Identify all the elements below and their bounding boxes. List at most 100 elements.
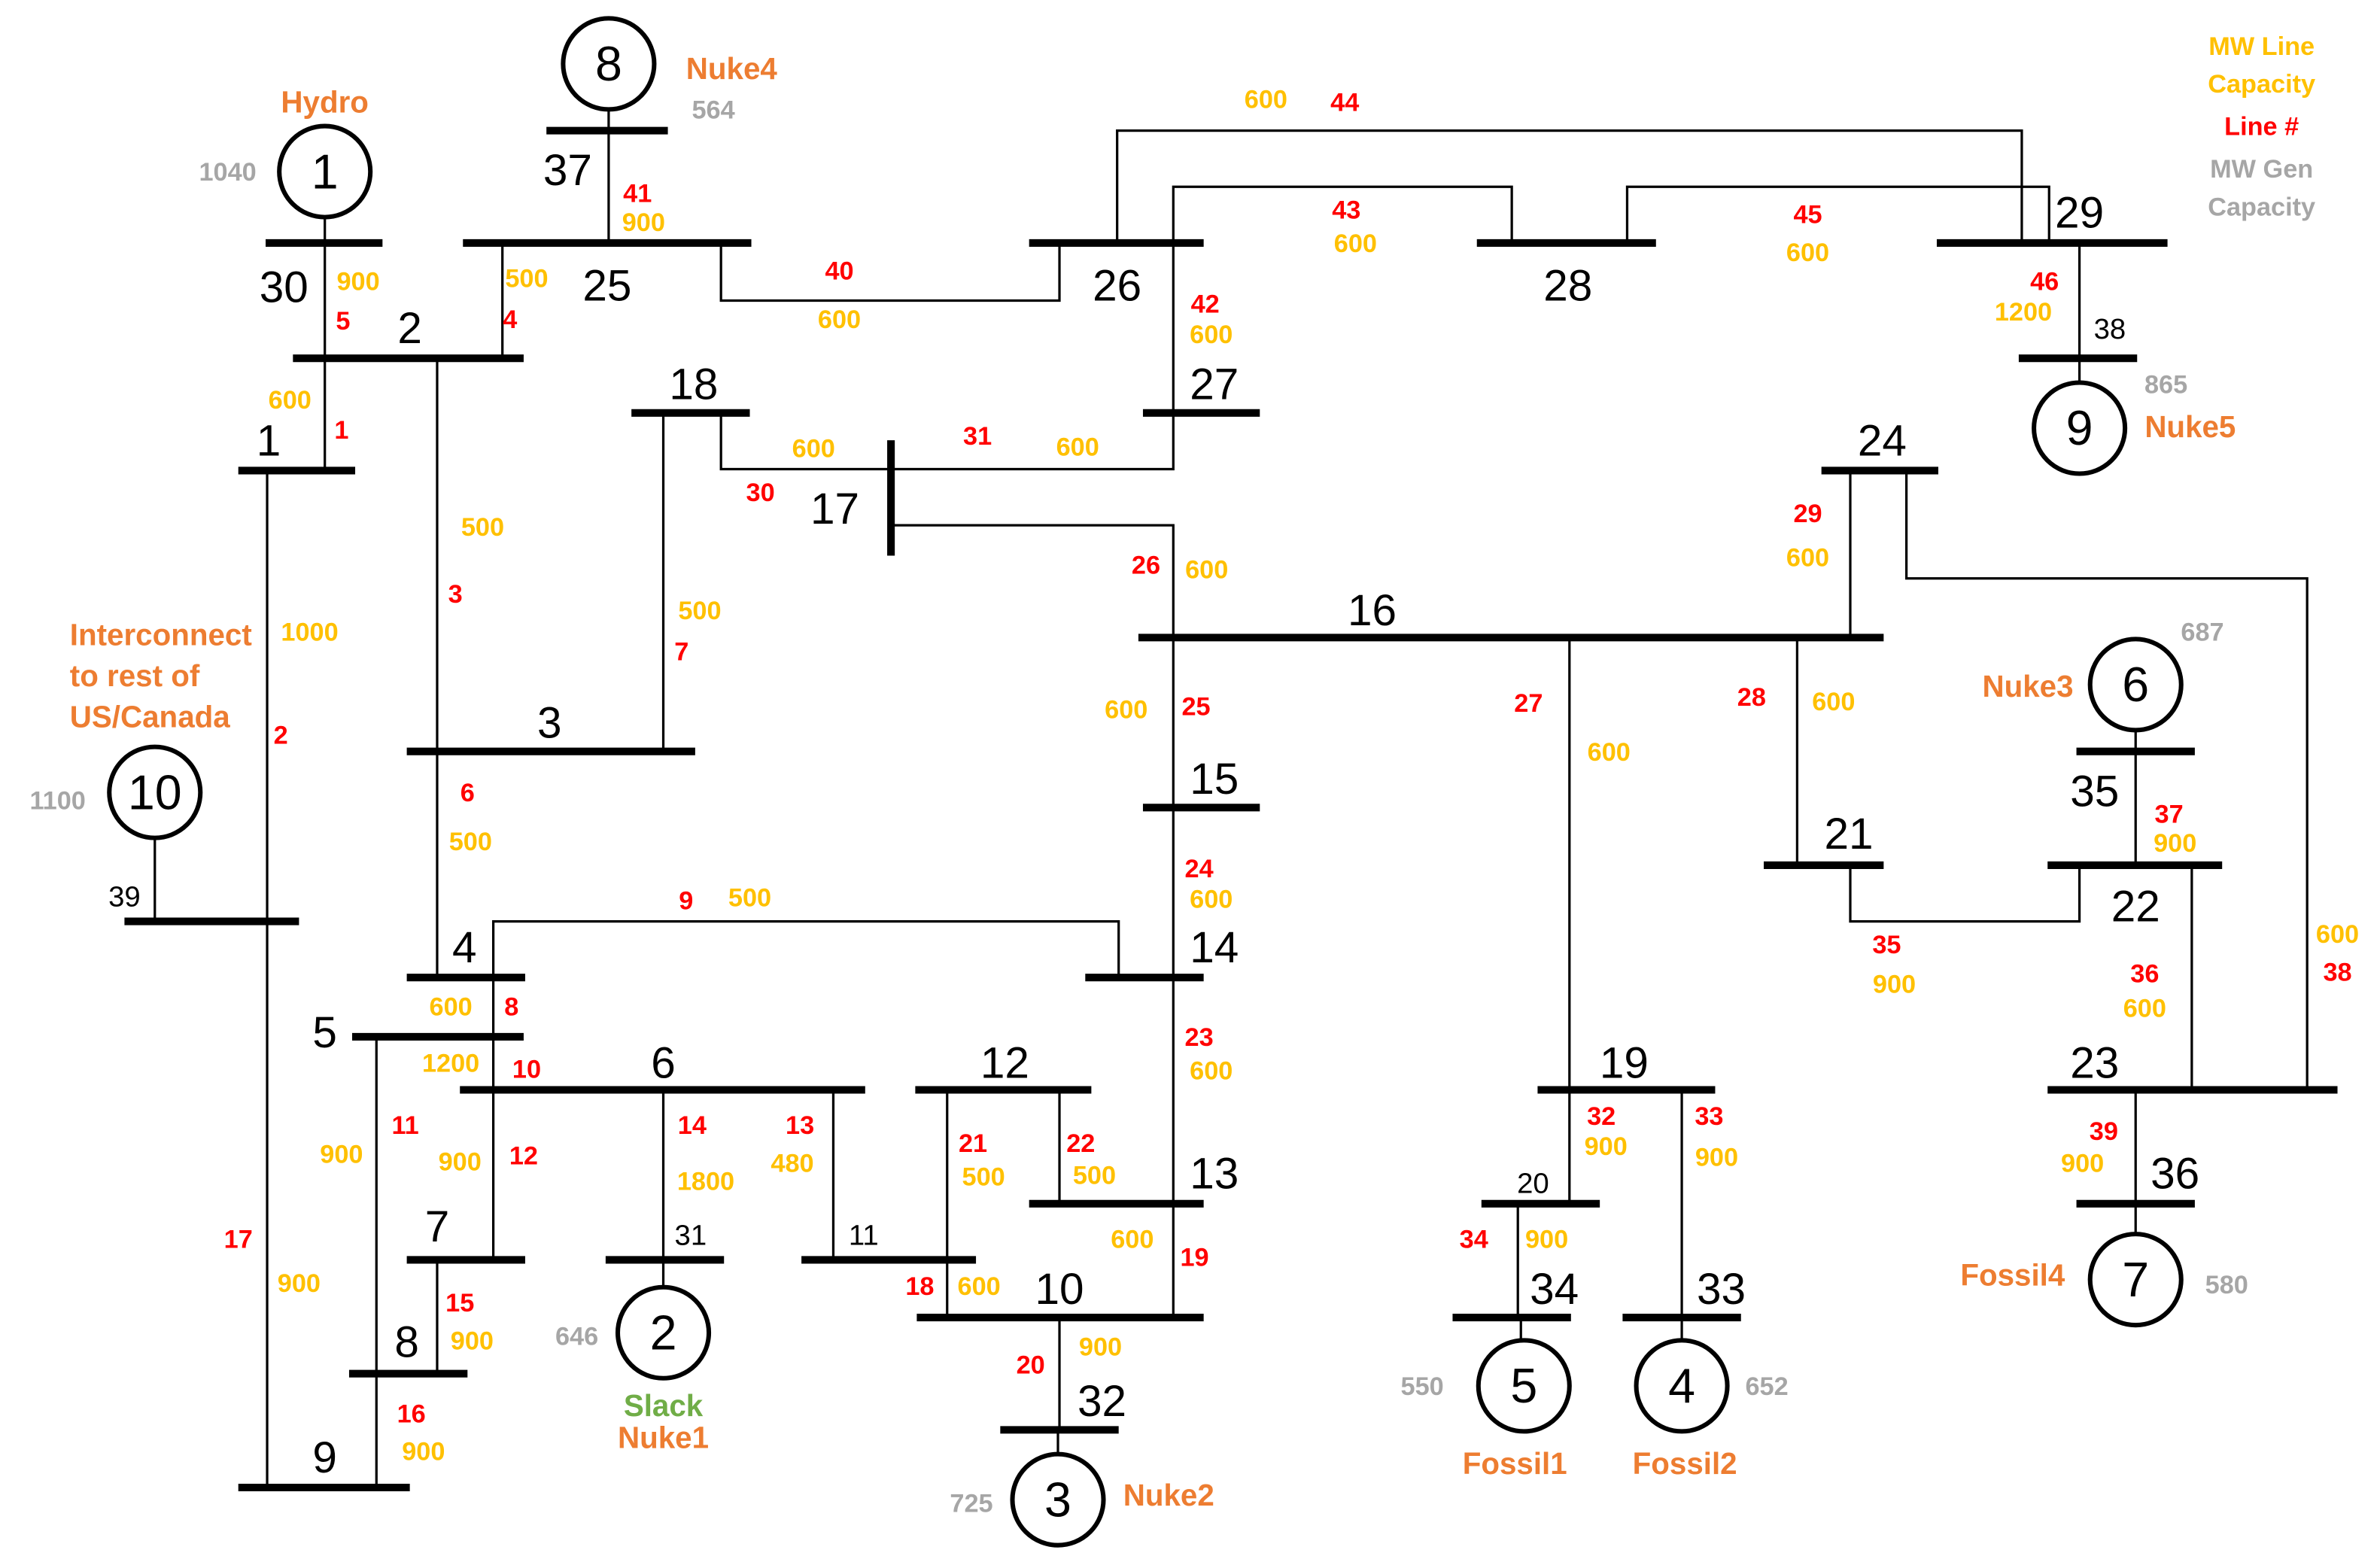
bus-32-label: 32 (1078, 1377, 1126, 1426)
bus-26-label: 26 (1093, 262, 1141, 311)
bus-2-label: 2 (397, 304, 422, 353)
line-4-capacity: 500 (505, 264, 548, 293)
bus-8-label: 8 (394, 1318, 419, 1367)
line-46-capacity: 1200 (1995, 298, 2052, 327)
line-38-capacity: 600 (2316, 920, 2359, 949)
line-15-number: 15 (445, 1289, 474, 1317)
generator-5: 5 Fossil1 550 (1401, 1338, 1572, 1481)
line-39-capacity: 900 (2061, 1149, 2104, 1178)
line-19-capacity: 600 (1111, 1225, 1154, 1254)
generator-9: 9 Nuke5 865 (2032, 371, 2236, 476)
bus-38-label: 38 (2094, 313, 2126, 345)
bus-17-label: 17 (810, 485, 859, 533)
line-29-capacity: 600 (1786, 544, 1829, 573)
generator-4-number: 4 (1668, 1359, 1695, 1413)
generator-6-circle (2087, 637, 2184, 733)
line-24-capacity: 600 (1190, 885, 1233, 913)
bus-30-label: 30 (260, 263, 309, 312)
transmission-lines (266, 129, 2309, 1488)
generator-9-name: Nuke5 (2144, 409, 2236, 444)
generator-9-capacity: 865 (2144, 371, 2187, 400)
bus-20-label: 20 (1517, 1168, 1549, 1200)
generator-10-capacity: 1100 (29, 786, 85, 815)
line-17-capacity: 900 (278, 1269, 321, 1298)
line-16-number: 16 (397, 1399, 426, 1428)
generator-5-capacity: 550 (1401, 1372, 1444, 1401)
line-33-number: 33 (1695, 1102, 1723, 1131)
line-41-capacity: 900 (622, 208, 665, 237)
line-13-number: 13 (786, 1111, 814, 1140)
line-31-capacity: 600 (1056, 433, 1099, 461)
line-21-number: 21 (959, 1129, 987, 1158)
bus-19-label: 19 (1600, 1038, 1649, 1087)
generator-1-circle (277, 123, 373, 220)
generator-3-name: Nuke2 (1123, 1478, 1214, 1512)
line-36-capacity: 600 (2123, 995, 2166, 1023)
legend: MW Line Capacity Line # MW Gen Capacity (2208, 32, 2315, 222)
bus-4-label: 4 (452, 923, 477, 972)
line-23-number: 23 (1185, 1023, 1214, 1052)
generator-10: 10 Interconnect to rest of US/Canada 110… (29, 617, 252, 840)
line-35 (1849, 865, 2081, 923)
line-43-capacity: 600 (1334, 229, 1377, 258)
legend-line-number: Line # (2224, 113, 2299, 141)
line-5-number: 5 (336, 307, 350, 336)
generator-7-name: Fossil4 (1960, 1258, 2065, 1293)
line-35-capacity: 900 (1873, 970, 1916, 998)
line-37-number: 37 (2155, 800, 2184, 828)
legend-gen-capacity-line-1: MW Gen (2210, 155, 2313, 184)
generator-1-name: Hydro (281, 84, 369, 119)
generator-8-circle (561, 16, 657, 112)
generator-2-name: Nuke1 (618, 1421, 709, 1455)
line-2-capacity: 1000 (281, 618, 338, 646)
bus-14-label: 14 (1190, 923, 1239, 972)
line-27-number: 27 (1514, 689, 1543, 718)
generator-6-capacity: 687 (2181, 618, 2223, 646)
line-43 (1172, 185, 1513, 243)
line-8-capacity: 600 (430, 993, 473, 1022)
line-10-number: 10 (512, 1055, 541, 1083)
generator-4-capacity: 652 (1745, 1372, 1788, 1401)
generator-4-name: Fossil2 (1633, 1446, 1737, 1481)
line-17-number: 17 (224, 1225, 253, 1254)
generator-7-capacity: 580 (2205, 1271, 2248, 1299)
line-labels: 1 600 2 1000 3 500 4 500 5 900 6 500 7 5… (224, 85, 2359, 1466)
line-25-capacity: 600 (1105, 695, 1147, 724)
line-22-capacity: 500 (1073, 1162, 1116, 1190)
line-9-capacity: 500 (728, 883, 771, 912)
generator-10-number: 10 (128, 765, 182, 819)
generator-5-circle (1476, 1338, 1572, 1434)
legend-line-capacity-line-2: Capacity (2208, 70, 2315, 99)
line-12-number: 12 (509, 1141, 538, 1170)
bus-27-label: 27 (1190, 360, 1239, 409)
generator-5-name: Fossil1 (1463, 1446, 1567, 1481)
line-13-capacity: 480 (771, 1149, 813, 1178)
generator-10-name-line-2: to rest of (70, 658, 200, 693)
line-32-capacity: 900 (1585, 1132, 1628, 1161)
generator-2: 2 Slack Nuke1 646 (555, 1284, 712, 1455)
line-44-capacity: 600 (1245, 85, 1287, 114)
bus-21-label: 21 (1824, 810, 1873, 858)
bus-23-label: 23 (2070, 1038, 2119, 1087)
generator-2-capacity: 646 (555, 1322, 598, 1351)
line-29-number: 29 (1793, 500, 1822, 528)
line-1-capacity: 600 (269, 386, 312, 415)
generator-7: 7 Fossil4 580 (1960, 1232, 2248, 1328)
bus-bars (124, 126, 2338, 1492)
bus-34-label: 34 (1530, 1265, 1579, 1314)
line-45-capacity: 600 (1786, 239, 1829, 267)
line-3-number: 3 (448, 580, 463, 609)
bus-5-label: 5 (312, 1008, 337, 1057)
generator-5-number: 5 (1510, 1359, 1537, 1413)
bus-3-label: 3 (537, 699, 562, 748)
line-12-capacity: 900 (439, 1147, 482, 1176)
line-16-capacity: 900 (402, 1438, 445, 1466)
line-3-capacity: 500 (461, 513, 504, 542)
line-26 (891, 524, 1175, 638)
line-11-capacity: 900 (320, 1140, 363, 1168)
line-18-number: 18 (905, 1272, 934, 1301)
line-40-number: 40 (825, 257, 853, 285)
bus-13-label: 13 (1190, 1150, 1239, 1199)
line-8-number: 8 (504, 993, 518, 1022)
line-5-capacity: 900 (336, 267, 379, 296)
